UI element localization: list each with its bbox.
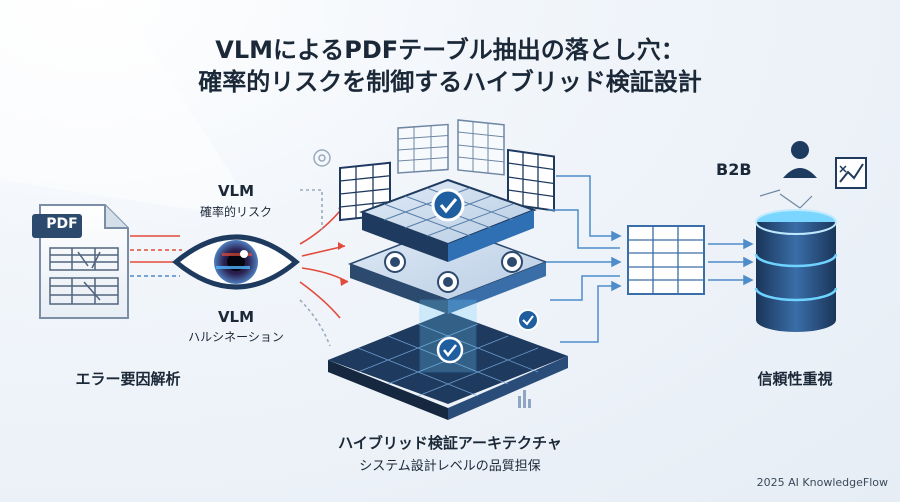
hallucination-label: ハルシネーション	[188, 330, 284, 344]
architecture-label: ハイブリッド検証アーキテクチャ	[338, 434, 562, 452]
gear-icon	[384, 251, 406, 273]
hybrid-architecture-stack	[328, 178, 568, 420]
light-ray	[0, 0, 260, 220]
b2b-label: B2B	[716, 160, 752, 179]
gear-icon	[437, 271, 459, 293]
vlm-label-bottom: VLM	[217, 308, 255, 326]
footer-credit: 2025 AI KnowledgeFlow	[756, 476, 888, 489]
pdf-label: PDF	[46, 216, 78, 232]
page-title-line1: VLMによるPDFテーブル抽出の落とし穴：	[215, 36, 685, 64]
connector-line	[759, 189, 781, 197]
error-analysis-label: エラー要因解析	[75, 370, 181, 388]
quality-label: システム設計レベルの品質担保	[359, 459, 541, 474]
check-badge-icon	[517, 309, 539, 331]
check-badge-icon	[431, 188, 465, 222]
output-table-icon	[627, 225, 705, 295]
output-flow-lines	[546, 175, 622, 343]
vlm-label-top: VLM	[217, 182, 255, 200]
db-arrows	[708, 238, 754, 286]
growth-chart-icon	[835, 157, 867, 189]
risk-label: 確率的リスク	[199, 205, 272, 219]
pdf-document-icon	[32, 204, 129, 319]
gear-icon	[313, 149, 331, 167]
eye-icon	[172, 234, 300, 290]
business-person-icon	[779, 141, 817, 209]
page-title-line2: 確率的リスクを制御するハイブリッド検証設計	[198, 68, 702, 96]
input-arrows	[130, 235, 182, 277]
check-badge-icon	[436, 336, 464, 364]
database-icon	[754, 209, 838, 332]
bar-chart-icon	[518, 390, 531, 408]
trust-label: 信頼性重視	[757, 370, 833, 388]
gear-icon	[501, 251, 523, 273]
